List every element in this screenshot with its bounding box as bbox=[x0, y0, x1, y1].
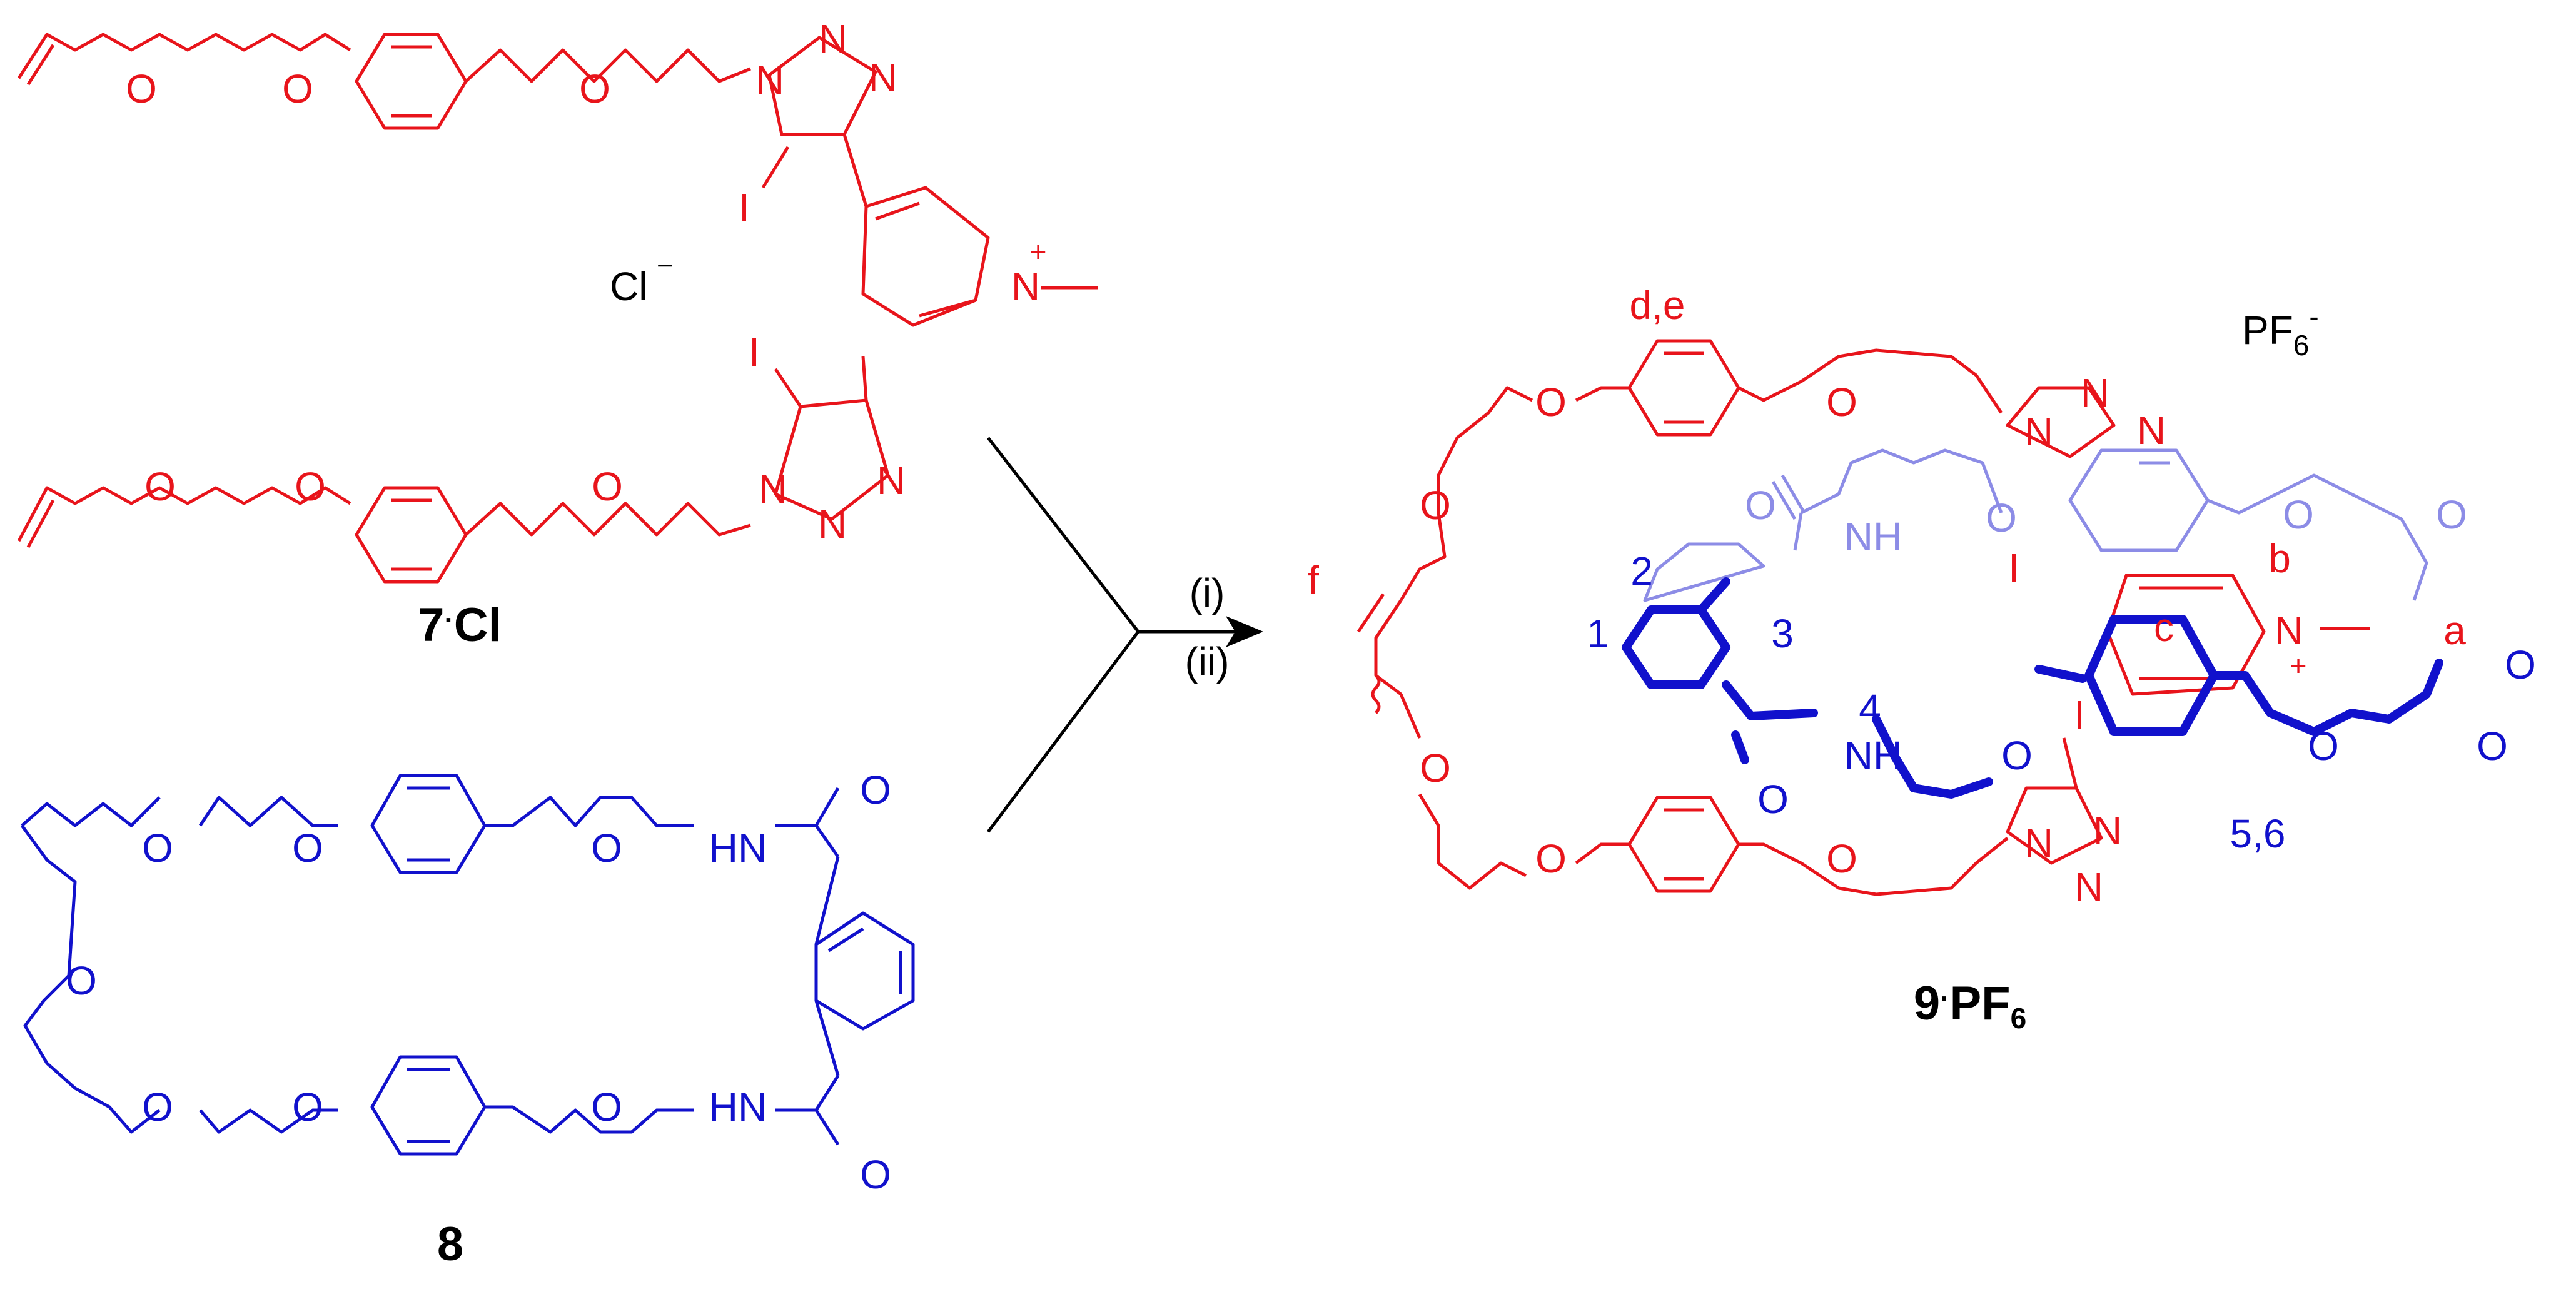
oxygen-atom: O bbox=[282, 66, 313, 111]
oxygen-atom: O bbox=[292, 1084, 323, 1130]
proton-label-de: d,e bbox=[1630, 283, 1685, 328]
nitrogen-atom: N bbox=[755, 58, 784, 103]
oxygen-atom: O bbox=[295, 464, 326, 509]
oxygen-atom: O bbox=[1420, 746, 1451, 791]
oxygen-atom: O bbox=[579, 66, 610, 111]
iodine-atom: I bbox=[2008, 545, 2019, 590]
proton-label-4: 4 bbox=[1859, 686, 1881, 731]
compound-9-structure: O O O O O O N N N I N + I N N N O NH O O… bbox=[1308, 283, 2536, 909]
oxygen-atom: O bbox=[2283, 492, 2314, 537]
carbonyl-oxygen: O bbox=[860, 1152, 891, 1197]
oxygen-atom: O bbox=[1986, 495, 2017, 540]
nitrogen-atom: N bbox=[2081, 370, 2109, 415]
nitrogen-atom: N bbox=[869, 55, 897, 100]
positive-charge: + bbox=[1030, 235, 1047, 268]
oxygen-atom: O bbox=[126, 66, 157, 111]
proton-label-2: 2 bbox=[1630, 548, 1653, 594]
iodine-atom: I bbox=[739, 185, 750, 230]
condition-ii: (ii) bbox=[1184, 639, 1229, 684]
compound-8-label: 8 bbox=[437, 1218, 463, 1271]
compound-8-structure: O O O HN O O O O O HN O bbox=[20, 767, 915, 1197]
proton-label-1: 1 bbox=[1587, 611, 1609, 656]
amide-hn: HN bbox=[709, 826, 767, 871]
nitrogen-atom: N bbox=[819, 16, 847, 61]
nitrogen-atom: N bbox=[759, 467, 787, 512]
chloride-charge: − bbox=[657, 249, 674, 281]
oxygen-atom: O bbox=[292, 826, 323, 871]
nitrogen-atom: N bbox=[818, 502, 847, 547]
proton-label-a: a bbox=[2443, 608, 2466, 653]
compound-7-structure: O O O N N N I N + Cl − I N N N O O O bbox=[17, 16, 1098, 584]
oxygen-atom: O bbox=[592, 464, 623, 509]
proton-label-56: 5,6 bbox=[2230, 811, 2286, 856]
oxygen-atom: O bbox=[2436, 492, 2467, 537]
iodine-atom: I bbox=[2074, 692, 2085, 737]
oxygen-atom: O bbox=[2308, 724, 2339, 769]
proton-label-f: f bbox=[1308, 558, 1319, 603]
oxygen-atom: O bbox=[142, 826, 173, 871]
chloride-symbol: Cl bbox=[610, 264, 647, 309]
amide-nh: NH bbox=[1844, 733, 1902, 778]
carbonyl-oxygen: O bbox=[860, 767, 891, 812]
nitrogen-atom: N bbox=[877, 458, 906, 503]
nitrogen-atom: N bbox=[2074, 864, 2103, 909]
oxygen-atom: O bbox=[142, 1084, 173, 1130]
carbonyl-oxygen: O bbox=[1757, 777, 1789, 822]
iodine-atom: I bbox=[749, 330, 760, 375]
amide-hn: HN bbox=[709, 1084, 767, 1130]
reaction-arrow bbox=[987, 437, 1263, 833]
oxygen-atom: O bbox=[2001, 733, 2033, 778]
amide-nh: NH bbox=[1844, 514, 1902, 559]
oxygen-atom: O bbox=[144, 464, 176, 509]
oxygen-atom: O bbox=[2477, 724, 2508, 769]
oxygen-atom: O bbox=[1826, 380, 1857, 425]
hexafluorophosphate-counterion: PF6- bbox=[2242, 300, 2319, 361]
oxygen-atom: O bbox=[1535, 380, 1567, 425]
pyridinium-nitrogen: N bbox=[1011, 264, 1040, 309]
nitrogen-atom: N bbox=[2024, 409, 2053, 454]
carbonyl-oxygen: O bbox=[1745, 483, 1776, 528]
nitrogen-atom: N bbox=[2024, 821, 2053, 866]
oxygen-atom: O bbox=[66, 958, 97, 1003]
oxygen-atom: O bbox=[1826, 836, 1857, 881]
nitrogen-atom: N bbox=[2093, 808, 2122, 853]
oxygen-atom: O bbox=[591, 1084, 622, 1130]
oxygen-atom: O bbox=[1420, 483, 1451, 528]
pyridinium-nitrogen: N bbox=[2275, 608, 2303, 653]
nitrogen-atom: N bbox=[2137, 408, 2166, 453]
oxygen-atom: O bbox=[2505, 642, 2536, 687]
compound-7-label: 7·Cl bbox=[418, 599, 502, 652]
oxygen-atom: O bbox=[1535, 836, 1567, 881]
positive-charge: + bbox=[2290, 649, 2307, 682]
proton-label-c: c bbox=[2154, 605, 2174, 650]
proton-label-b: b bbox=[2268, 536, 2291, 581]
compound-9-label: 9·PF6 bbox=[1914, 977, 2026, 1034]
proton-label-3: 3 bbox=[1771, 611, 1794, 656]
oxygen-atom: O bbox=[591, 826, 622, 871]
condition-i: (i) bbox=[1190, 570, 1225, 615]
